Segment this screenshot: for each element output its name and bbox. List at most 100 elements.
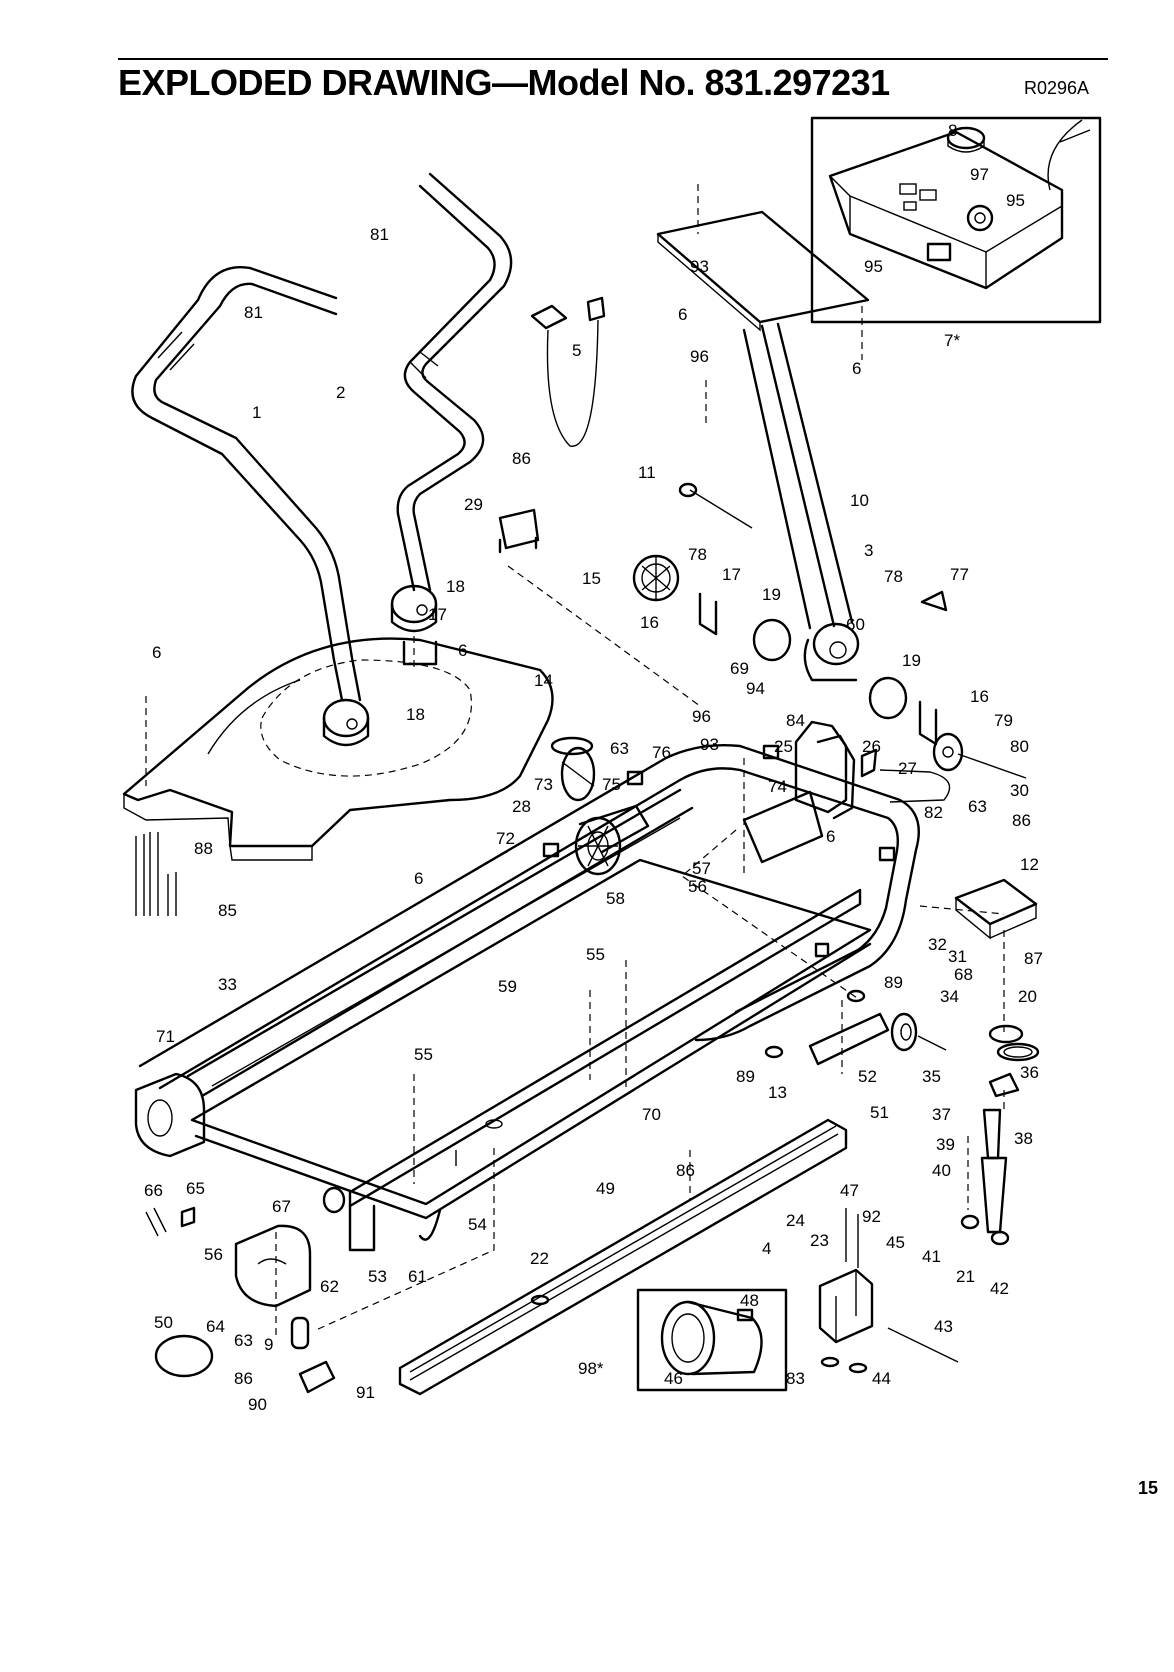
part-callout: 64 <box>206 1317 225 1336</box>
part-callout: 93 <box>690 257 709 276</box>
part-callout: 96 <box>692 707 711 726</box>
part-callout: 25 <box>774 737 793 756</box>
part-callout: 76 <box>652 743 671 762</box>
part-callout: 30 <box>1010 781 1029 800</box>
part-callout: 21 <box>956 1267 975 1286</box>
part-callout: 72 <box>496 829 515 848</box>
treadmill-frame <box>138 744 920 1098</box>
part-callout: 85 <box>218 901 237 920</box>
part-callout: 63 <box>610 739 629 758</box>
part-callout: 43 <box>934 1317 953 1336</box>
part-callout: 29 <box>464 495 483 514</box>
part-callout: 69 <box>730 659 749 678</box>
part-callout: 6 <box>414 869 423 888</box>
left-handrail <box>131 266 362 702</box>
part-callout: 57 <box>692 859 711 878</box>
part-callout: 31 <box>948 947 967 966</box>
part-callout: 73 <box>534 775 553 794</box>
part-callout: 95 <box>864 257 883 276</box>
part-callout: 50 <box>154 1313 173 1332</box>
part-callout: 38 <box>1014 1129 1033 1148</box>
part-callout: 19 <box>762 585 781 604</box>
safety-key-cord <box>530 296 1040 1062</box>
part-callout: 17 <box>428 605 447 624</box>
part-callout: 5 <box>572 341 581 360</box>
part-callout: 63 <box>968 797 987 816</box>
part-callout: 4 <box>762 1239 771 1258</box>
part-callout: 65 <box>186 1179 205 1198</box>
part-callout: 88 <box>194 839 213 858</box>
part-callout: 41 <box>922 1247 941 1266</box>
part-callout: 42 <box>990 1279 1009 1298</box>
part-callout: 48 <box>740 1291 759 1310</box>
part-callout: 90 <box>248 1395 267 1414</box>
part-callout: 36 <box>1020 1063 1039 1082</box>
part-callout: 86 <box>512 449 531 468</box>
part-callout: 68 <box>954 965 973 984</box>
part-callout: 40 <box>932 1161 951 1180</box>
motor-bracket <box>742 720 951 864</box>
part-callout: 96 <box>690 347 709 366</box>
part-callout: 74 <box>768 777 787 796</box>
part-callout: 6 <box>826 827 835 846</box>
part-callout: 67 <box>272 1197 291 1216</box>
part-callout: 80 <box>1010 737 1029 756</box>
part-callout: 27 <box>898 759 917 778</box>
part-callout: 82 <box>924 803 943 822</box>
part-callout: 46 <box>664 1369 683 1388</box>
right-handrail <box>396 172 513 592</box>
part-callout: 86 <box>676 1161 695 1180</box>
part-callout: 71 <box>156 1027 175 1046</box>
upright-frame <box>656 210 870 682</box>
part-callout: 77 <box>950 565 969 584</box>
part-callout: 89 <box>736 1067 755 1086</box>
part-callout: 6 <box>852 359 861 378</box>
handrail-end-caps <box>322 584 438 747</box>
part-callout: 20 <box>1018 987 1037 1006</box>
part-callout: 6 <box>678 305 687 324</box>
part-callout: 16 <box>640 613 659 632</box>
incline-bracket <box>818 1208 959 1374</box>
part-callout: 39 <box>936 1135 955 1154</box>
page-number: 15 <box>1138 1478 1159 1498</box>
part-callout: 52 <box>858 1067 877 1086</box>
part-callout: 1 <box>252 403 261 422</box>
part-callout: 81 <box>370 225 389 244</box>
part-callout: 44 <box>872 1369 891 1388</box>
upright-fittings <box>498 482 1027 779</box>
part-callout: 12 <box>1020 855 1039 874</box>
part-callout: 15 <box>582 569 601 588</box>
part-callout: 79 <box>994 711 1013 730</box>
part-callout: 66 <box>144 1181 163 1200</box>
part-callout: 53 <box>368 1267 387 1286</box>
incline-cylinder <box>960 1024 1024 1246</box>
part-callout: 98* <box>578 1359 604 1378</box>
part-callout: 11 <box>638 463 656 482</box>
wheel-crossbar <box>764 989 947 1066</box>
part-callout: 83 <box>786 1369 805 1388</box>
part-callout: 2 <box>336 383 345 402</box>
title-rule <box>118 58 1108 60</box>
part-callout: 49 <box>596 1179 615 1198</box>
part-callout: 86 <box>234 1369 253 1388</box>
part-callout: 37 <box>932 1105 951 1124</box>
part-callout: 78 <box>688 545 707 564</box>
hardware-left <box>135 832 336 1394</box>
part-callout: 26 <box>862 737 881 756</box>
part-callout: 7* <box>944 331 960 350</box>
part-callout: 78 <box>884 567 903 586</box>
part-callout: 97 <box>970 165 989 184</box>
part-callout: 56 <box>688 877 707 896</box>
part-callout: 35 <box>922 1067 941 1086</box>
part-callout: 86 <box>1012 811 1031 830</box>
part-callout: 56 <box>204 1245 223 1264</box>
motor-inset <box>636 1288 788 1392</box>
part-callout: 93 <box>700 735 719 754</box>
part-callout: 54 <box>468 1215 487 1234</box>
rear-roller-endcaps <box>134 1072 346 1214</box>
base-cover <box>122 637 554 861</box>
part-callout: 18 <box>446 577 465 596</box>
part-callout: 92 <box>862 1207 881 1226</box>
